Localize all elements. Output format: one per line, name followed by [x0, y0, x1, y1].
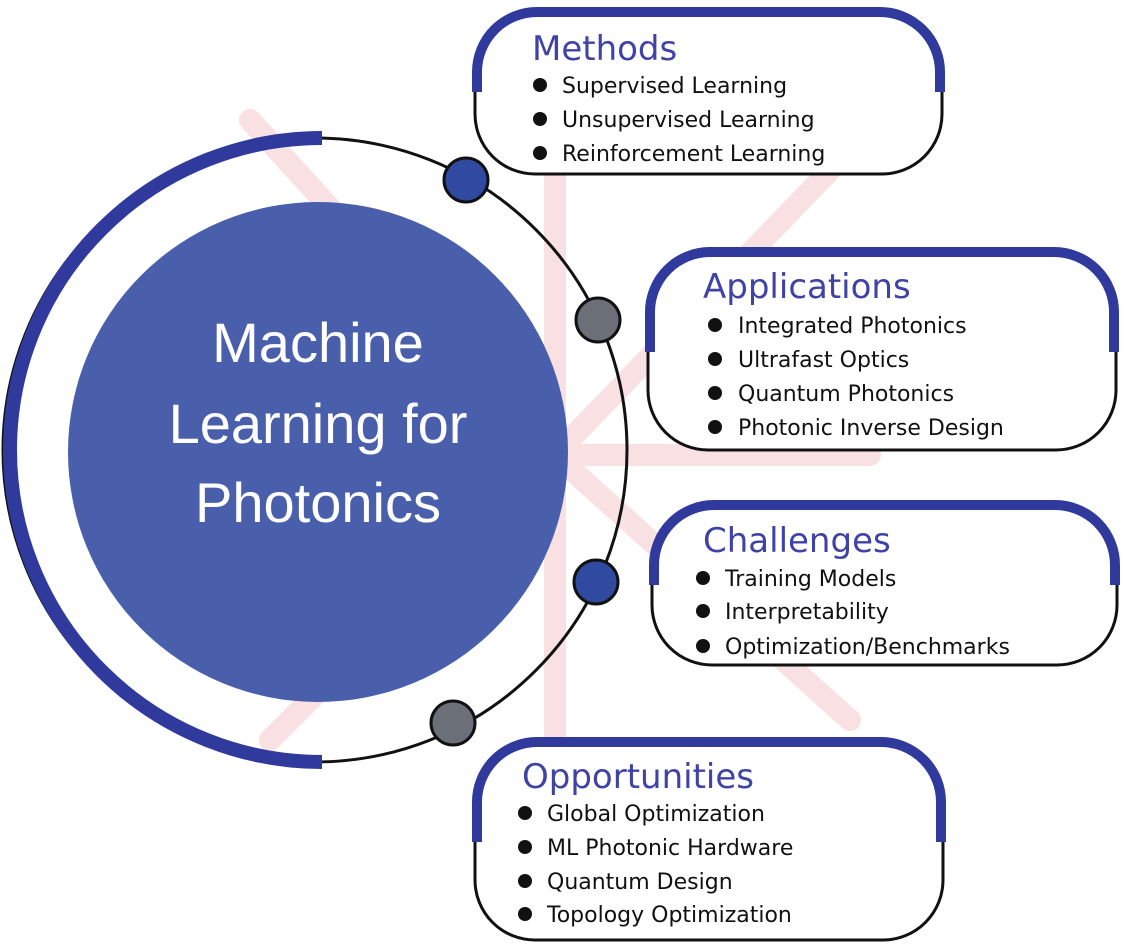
challenges-bullet-3	[696, 639, 710, 653]
methods-bullet-3	[533, 146, 547, 160]
challenges-box: Challenges Training Models Interpretabil…	[649, 500, 1120, 667]
methods-bullet-1	[533, 78, 547, 92]
applications-box: Applications Integrated Photonics Ultraf…	[645, 247, 1119, 452]
challenges-item-1: Training Models	[724, 567, 896, 592]
challenges-bullet-2	[696, 604, 710, 618]
node-methods	[442, 156, 490, 204]
applications-item-3: Quantum Photonics	[738, 382, 954, 407]
opportunities-bullet-3	[518, 874, 532, 888]
center-circle	[68, 202, 568, 702]
applications-bullet-3	[708, 386, 722, 400]
applications-bullet-2	[708, 352, 722, 366]
methods-bullet-2	[533, 112, 547, 126]
applications-item-2: Ultrafast Optics	[738, 348, 909, 373]
center-title-line-1: Machine	[212, 311, 424, 374]
opportunities-item-3: Quantum Design	[547, 870, 733, 895]
challenges-title: Challenges	[703, 521, 891, 561]
node-applications	[574, 296, 622, 344]
opportunities-box: Opportunities Global Optimization ML Pho…	[472, 737, 946, 942]
methods-item-2: Unsupervised Learning	[562, 108, 815, 133]
methods-item-1: Supervised Learning	[562, 74, 787, 99]
methods-box: Methods Supervised Learning Unsupervised…	[472, 6, 945, 176]
applications-item-1: Integrated Photonics	[738, 314, 967, 339]
applications-title: Applications	[703, 267, 911, 307]
opportunities-item-2: ML Photonic Hardware	[547, 836, 793, 861]
opportunities-item-4: Topology Optimization	[546, 903, 792, 928]
center-title-line-3: Photonics	[195, 471, 441, 534]
node-challenges	[572, 558, 620, 606]
challenges-item-3: Optimization/Benchmarks	[725, 635, 1010, 660]
applications-item-4: Photonic Inverse Design	[738, 416, 1004, 441]
opportunities-bullet-1	[518, 806, 532, 820]
opportunities-bullet-2	[518, 840, 532, 854]
opportunities-item-1: Global Optimization	[547, 802, 765, 827]
opportunities-bullet-4	[518, 907, 532, 921]
methods-title: Methods	[532, 29, 677, 69]
center-title-line-2: Learning for	[169, 392, 468, 455]
challenges-item-2: Interpretability	[725, 600, 889, 625]
opportunities-title: Opportunities	[522, 757, 754, 797]
methods-item-3: Reinforcement Learning	[562, 142, 825, 167]
applications-bullet-4	[708, 420, 722, 434]
applications-bullet-1	[708, 318, 722, 332]
challenges-bullet-1	[696, 571, 710, 585]
node-opportunities	[429, 699, 477, 747]
outer-blue-arc	[3, 131, 323, 769]
